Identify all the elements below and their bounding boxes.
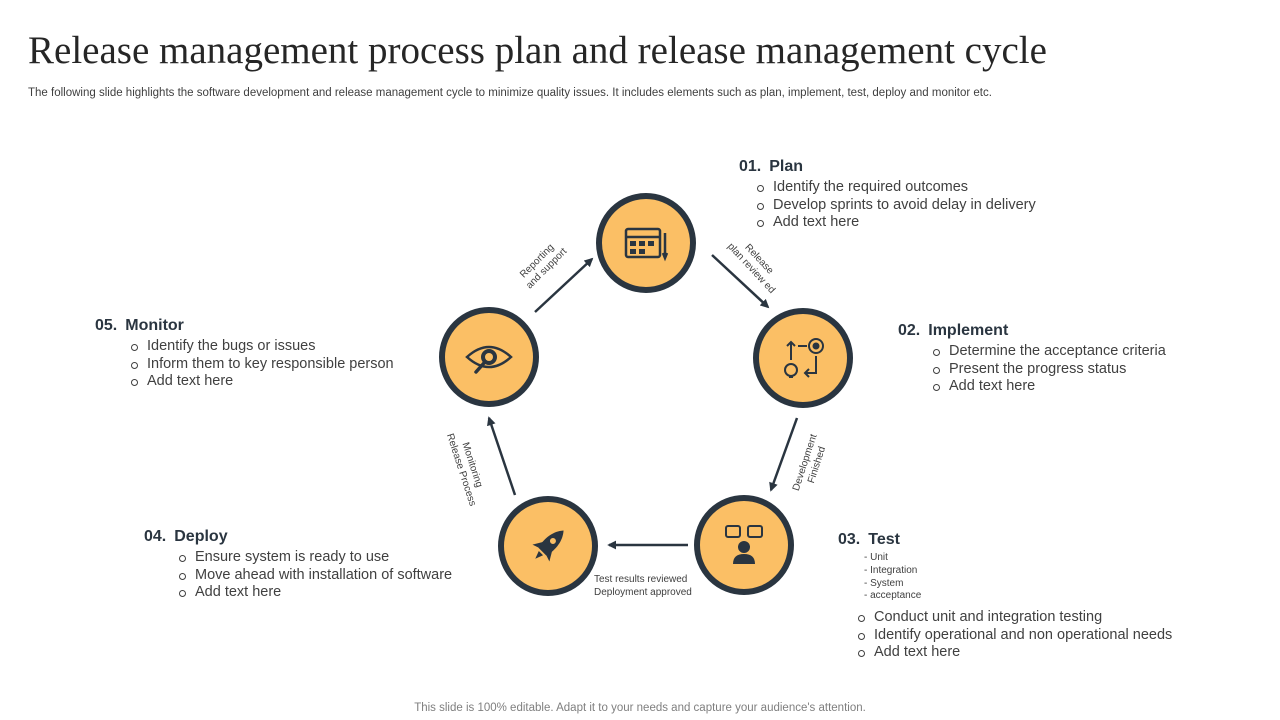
step-bullets: Ensure system is ready to use Move ahead… [144,549,452,602]
step-number: 03. [838,531,861,548]
node-deploy [498,496,598,596]
step-heading: 03. Test [838,531,1172,549]
step-title: Deploy [174,528,228,545]
step-deploy: 04. Deploy Ensure system is ready to use … [144,528,452,602]
step-number: 04. [144,528,167,545]
bullet-item: Add text here [857,644,1172,662]
bullet-item: Identify operational and non operational… [857,626,1173,643]
bullet-item: Add text here [178,584,452,602]
test-types-list: - Unit - Integration - System - acceptan… [838,552,1172,603]
sub-item: - Unit [864,552,888,563]
step-heading: 04. Deploy [144,528,452,546]
step-bullets: Determine the acceptance criteria Presen… [898,343,1166,396]
node-test [694,495,794,595]
slide-subtitle: The following slide highlights the softw… [28,87,992,99]
calendar-icon [624,227,669,262]
label-test-results-reviewed: Test results reviewed Deployment approve… [594,574,692,598]
sub-item: - Integration [864,564,918,576]
node-monitor [439,307,539,407]
sub-item: - acceptance [864,590,922,602]
step-plan: 01. Plan Identify the required outcomes D… [739,158,1036,232]
step-heading: 02. Implement [898,322,1166,340]
slide-title: Release management process plan and rele… [28,29,1047,72]
sub-item: - System [864,577,904,589]
step-bullets: Conduct unit and integration testing Ide… [838,609,1172,662]
arrow-plan-to-implement [711,254,770,309]
bullet-item: Add text here [933,378,1166,396]
step-monitor: 05. Monitor Identify the bugs or issues I… [95,317,394,391]
gear-bulb-cycle-icon [784,338,824,378]
arrow-monitor-to-plan [534,257,594,313]
step-number: 01. [739,158,762,175]
step-heading: 05. Monitor [95,317,394,335]
label-reporting-and-support: Reporting and support [516,238,570,292]
bullet-item: Identify the required outcomes [757,179,1036,197]
bullet-item: Identify the bugs or issues [131,338,394,356]
bullet-item: Add text here [757,214,1036,232]
step-title: Implement [928,322,1009,339]
label-release-plan-reviewed: Release plan review ed [725,233,786,296]
step-implement: 02. Implement Determine the acceptance cr… [898,322,1166,396]
step-bullets: Identify the required outcomes Develop s… [739,179,1036,232]
bullet-item: Ensure system is ready to use [178,549,452,567]
rocket-icon [532,530,564,562]
bullet-item: Inform them to key responsible person [131,355,394,372]
step-test: 03. Test - Unit - Integration - System - … [838,531,1172,662]
step-number: 05. [95,317,118,334]
step-title: Test [868,531,900,548]
user-feedback-icon [725,525,763,564]
bullet-item: Conduct unit and integration testing [857,609,1172,627]
bullet-item: Develop sprints to avoid delay in delive… [757,196,1036,213]
node-plan [596,193,696,293]
step-title: Monitor [125,317,184,334]
eye-magnifier-icon [465,345,513,374]
bullet-item: Present the progress status [933,361,1166,379]
label-monitoring-release-process: Monitoring Release Process [444,429,489,508]
node-implement [753,308,853,408]
arrow-implement-to-test [769,417,799,492]
step-number: 02. [898,322,921,339]
footer-note: This slide is 100% editable. Adapt it to… [414,702,866,714]
step-bullets: Identify the bugs or issues Inform them … [95,338,394,391]
bullet-item: Add text here [131,373,394,391]
bullet-item: Determine the acceptance criteria [933,343,1166,359]
step-heading: 01. Plan [739,158,1036,176]
arrow-deploy-to-monitor [487,416,517,496]
label-development-finished: Development Finished [791,430,832,496]
bullet-item: Move ahead with installation of software [178,566,453,583]
step-title: Plan [769,158,804,175]
